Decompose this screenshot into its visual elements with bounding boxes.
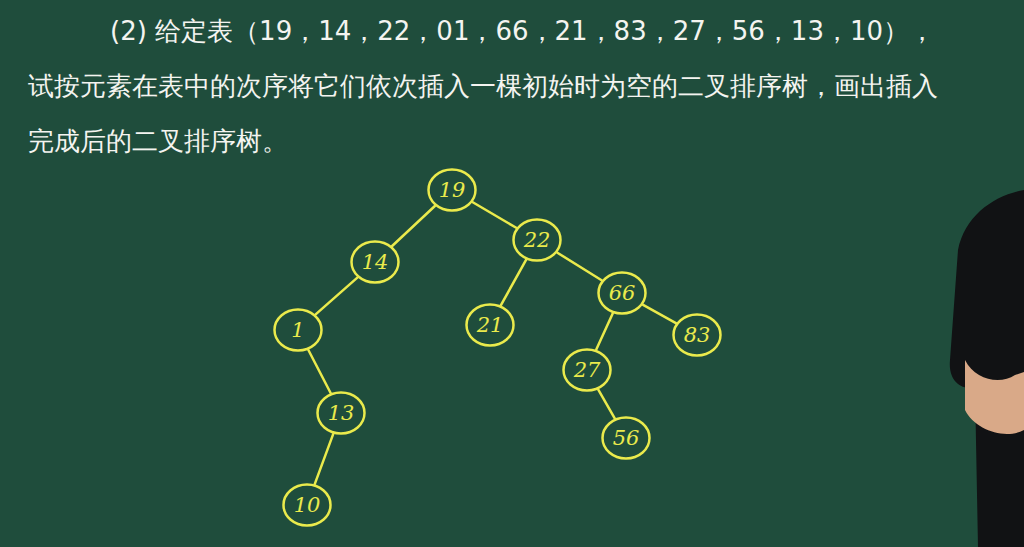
tree-node: 14 (350, 240, 400, 284)
tree-edge (392, 206, 435, 246)
tree-edge (598, 390, 614, 419)
node-value: 66 (597, 271, 647, 315)
node-value: 14 (350, 240, 400, 284)
node-value: 21 (465, 303, 515, 347)
node-value: 19 (427, 168, 477, 212)
tree-edge (643, 305, 676, 323)
node-value: 10 (282, 483, 332, 527)
tree-node: 19 (427, 168, 477, 212)
presenter-hand (965, 360, 1024, 434)
tree-edge (473, 202, 516, 228)
tree-edge (315, 434, 334, 484)
tree-edge (316, 278, 358, 315)
node-value: 13 (316, 391, 366, 435)
node-value: 1 (273, 308, 323, 352)
question-text: (2) 给定表（19，14，22，01，66，21，83，27，56，13，10… (28, 4, 958, 169)
node-value: 83 (672, 313, 722, 357)
tree-node: 56 (601, 416, 651, 460)
tree-node: 13 (316, 391, 366, 435)
tree-node: 1 (273, 308, 323, 352)
tree-edge (596, 313, 612, 349)
tree-edge (501, 260, 526, 305)
tree-edge (308, 350, 330, 393)
node-value: 56 (601, 416, 651, 460)
tree-node: 22 (512, 218, 562, 262)
tree-node: 21 (465, 303, 515, 347)
tree-node: 83 (672, 313, 722, 357)
tree-node: 10 (282, 483, 332, 527)
tree-edge (557, 253, 601, 281)
node-value: 27 (562, 348, 612, 392)
presenter-body (950, 190, 1024, 547)
tree-node: 66 (597, 271, 647, 315)
node-value: 22 (512, 218, 562, 262)
tree-node: 27 (562, 348, 612, 392)
